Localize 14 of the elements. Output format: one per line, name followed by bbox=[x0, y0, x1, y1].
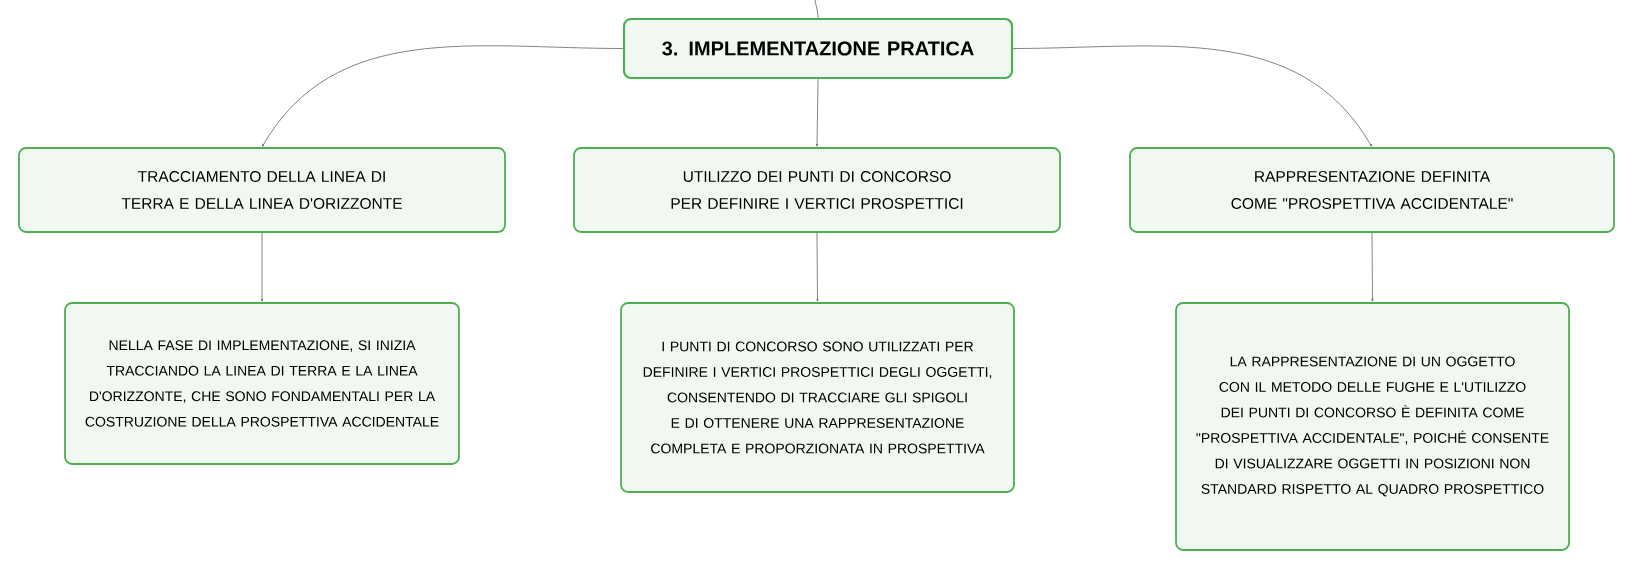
subtopic-box: RAPPRESENTAZIONE DEFINITA COME "PROSPETTIVA ACCIDENTALE" bbox=[1129, 147, 1615, 233]
connector bbox=[262, 45, 624, 147]
subtopic-box: TRACCIAMENTO DELLA LINEA DI TERRA E DELLA LINEA D'ORIZZONTE bbox=[18, 147, 506, 233]
detail-box: NELLA FASE DI IMPLEMENTAZIONE, SI INIZIA TRACCIANDO LA LINEA DI TERRA E LA LINEA D'ORIZZONTE, CHE SONO FONDAMENTALI PER LA COSTRUZIONE DELLA PROSPETTIVA ACCIDENTALE bbox=[64, 302, 460, 465]
detail-box: I PUNTI DI CONCORSO SONO UTILIZZATI PER DEFINIRE I VERTICI PROSPETTICI DEGLI OGGETTI, CONSENTENDO DI TRACCIARE GLI SPIGOLI E DI OTTENERE UNA RAPPRESENTAZIONE COMPLETA E PROPORZIONATA IN PROSPETTIVA bbox=[620, 302, 1015, 493]
subtopic-box: UTILIZZO DEI PUNTI DI CONCORSO PER DEFINIRE I VERTICI PROSPETTICI bbox=[573, 147, 1061, 233]
connector bbox=[260, 232, 264, 302]
connector bbox=[814, 0, 819, 19]
connector bbox=[815, 78, 819, 147]
detail-box: LA RAPPRESENTAZIONE DI UN OGGETTO CON IL METODO DELLE FUGHE E L'UTILIZZO DEI PUNTI DI CONCORSO È DEFINITA COME "PROSPETTIVA ACCIDENTALE", POICHÉ CONSENTE DI VISUALIZZARE OGGETTI IN POSIZIONI NON STANDARD RISPETTO AL QUADRO PROSPETTICO bbox=[1175, 302, 1570, 551]
connector bbox=[1371, 232, 1374, 302]
connector bbox=[1012, 45, 1372, 147]
connector bbox=[816, 232, 819, 302]
main-topic-box: 3. IMPLEMENTAZIONE PRATICA bbox=[622, 17, 1014, 80]
